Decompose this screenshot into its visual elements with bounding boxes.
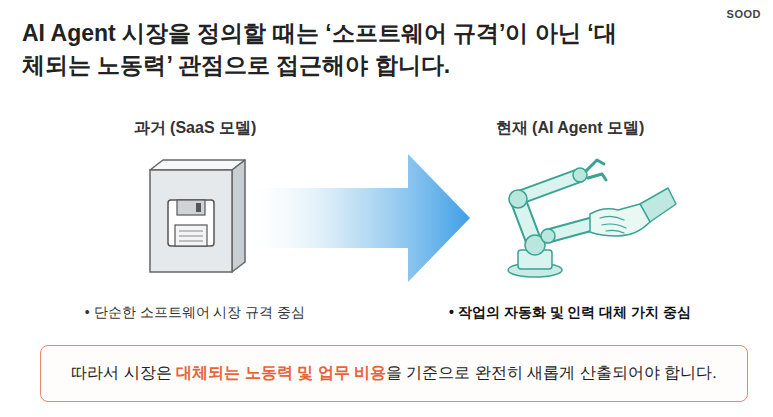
summary-run: 을 기준으로 완전히 새롭게 산출되어야 합니다. bbox=[386, 364, 717, 381]
summary-run: 따라서 시장은 bbox=[71, 364, 171, 381]
model-panel: 현재 (AI Agent 모델)• 작업의 자동화 및 인력 대체 가치 중심 bbox=[470, 158, 670, 278]
highlight-text: 대체되는 노동력 및 업무 비용 bbox=[176, 364, 386, 381]
handshake bbox=[541, 188, 676, 243]
panel-heading: 현재 (AI Agent 모델) bbox=[496, 118, 645, 139]
diagram-title: AI Agent 시장을 정의할 때는 ‘소프트웨어 규격’이 아닌 ‘대체되는… bbox=[22, 17, 632, 81]
model-panel: 과거 (SaaS 모델)• 단순한 소프트웨어 시장 규격 중심 bbox=[140, 158, 250, 278]
panel-heading: 과거 (SaaS 모델) bbox=[134, 118, 257, 139]
transition-arrow bbox=[250, 154, 470, 282]
bullet-text: • 작업의 자동화 및 인력 대체 가치 중심 bbox=[449, 304, 691, 322]
bullet-text: • 단순한 소프트웨어 시장 규격 중심 bbox=[85, 304, 305, 322]
summary-box: 따라서 시장은 대체되는 노동력 및 업무 비용을 기준으로 완전히 새롭게 산출… bbox=[40, 345, 748, 402]
software-box bbox=[150, 160, 245, 272]
summary-text: 따라서 시장은 대체되는 노동력 및 업무 비용을 기준으로 완전히 새롭게 산출… bbox=[71, 363, 716, 384]
brand-label: SOOD bbox=[727, 8, 761, 20]
